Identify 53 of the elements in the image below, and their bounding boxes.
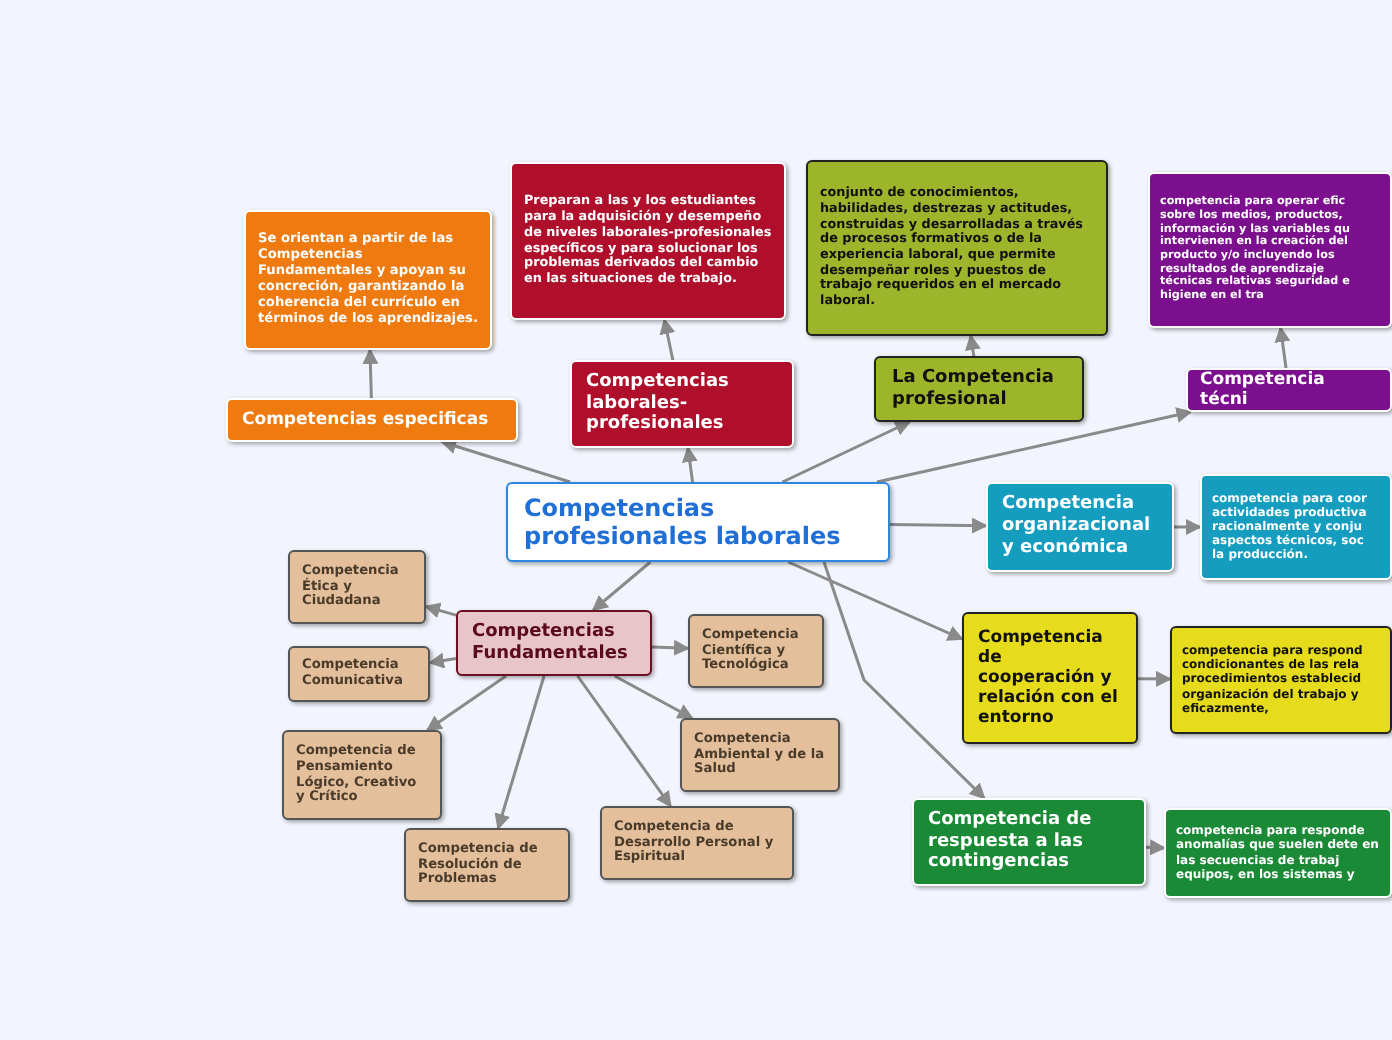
arrow — [440, 438, 571, 484]
arrow — [425, 674, 507, 732]
topic-box — [456, 610, 652, 676]
description-box — [1200, 474, 1392, 580]
topic-text: La Competencia profesional — [892, 367, 1056, 411]
topic-text: Competencias Fundamentales — [472, 621, 630, 665]
topic-text: Competencias laborales-profesionales — [586, 371, 731, 437]
arrow — [965, 334, 981, 357]
arrow — [362, 348, 379, 399]
subtopic-box — [600, 806, 794, 880]
arrow — [428, 652, 457, 669]
topic-box — [962, 612, 1138, 744]
arrow — [494, 675, 546, 830]
arrow — [1274, 326, 1291, 369]
arrow — [1145, 839, 1166, 856]
subtopic-box — [288, 646, 430, 702]
arrow — [681, 446, 698, 483]
topic-text: Competencia de cooperación y relación con el entorno — [978, 627, 1120, 729]
description-box — [1148, 172, 1392, 328]
arrow — [787, 560, 964, 641]
topic-text: Competencias especificas — [242, 409, 489, 431]
arrow — [1174, 519, 1202, 535]
arrow — [576, 675, 672, 808]
description-box — [244, 210, 492, 350]
arrow — [614, 674, 694, 720]
topic-text: Competencia organizacional y económica — [1002, 494, 1153, 560]
topic-box — [986, 482, 1174, 572]
description-box — [1164, 808, 1392, 898]
description-box — [1170, 626, 1392, 734]
subtopic-box — [688, 614, 824, 688]
topic-box — [226, 398, 518, 442]
arrow — [822, 561, 986, 800]
topic-text: Competencia técni — [1200, 369, 1327, 411]
topic-box — [570, 360, 794, 448]
arrow — [876, 407, 1193, 484]
subtopic-box — [680, 718, 840, 792]
subtopic-box — [288, 550, 426, 624]
arrow — [591, 560, 652, 612]
arrow — [889, 517, 988, 534]
description-box — [806, 160, 1108, 336]
central-topic-box — [506, 482, 890, 562]
arrow — [651, 639, 690, 656]
topic-box — [912, 798, 1146, 886]
topic-text: Competencia de respuesta a las contingencias — [928, 809, 1094, 875]
description-box — [510, 162, 786, 320]
arrow — [659, 318, 676, 361]
subtopic-box — [404, 828, 570, 902]
arrow — [424, 602, 457, 619]
topic-text: Competencias profesionales laborales — [524, 493, 843, 551]
subtopic-box — [282, 730, 442, 820]
arrow — [1138, 670, 1172, 687]
topic-box — [1186, 368, 1392, 412]
topic-box — [874, 356, 1084, 422]
